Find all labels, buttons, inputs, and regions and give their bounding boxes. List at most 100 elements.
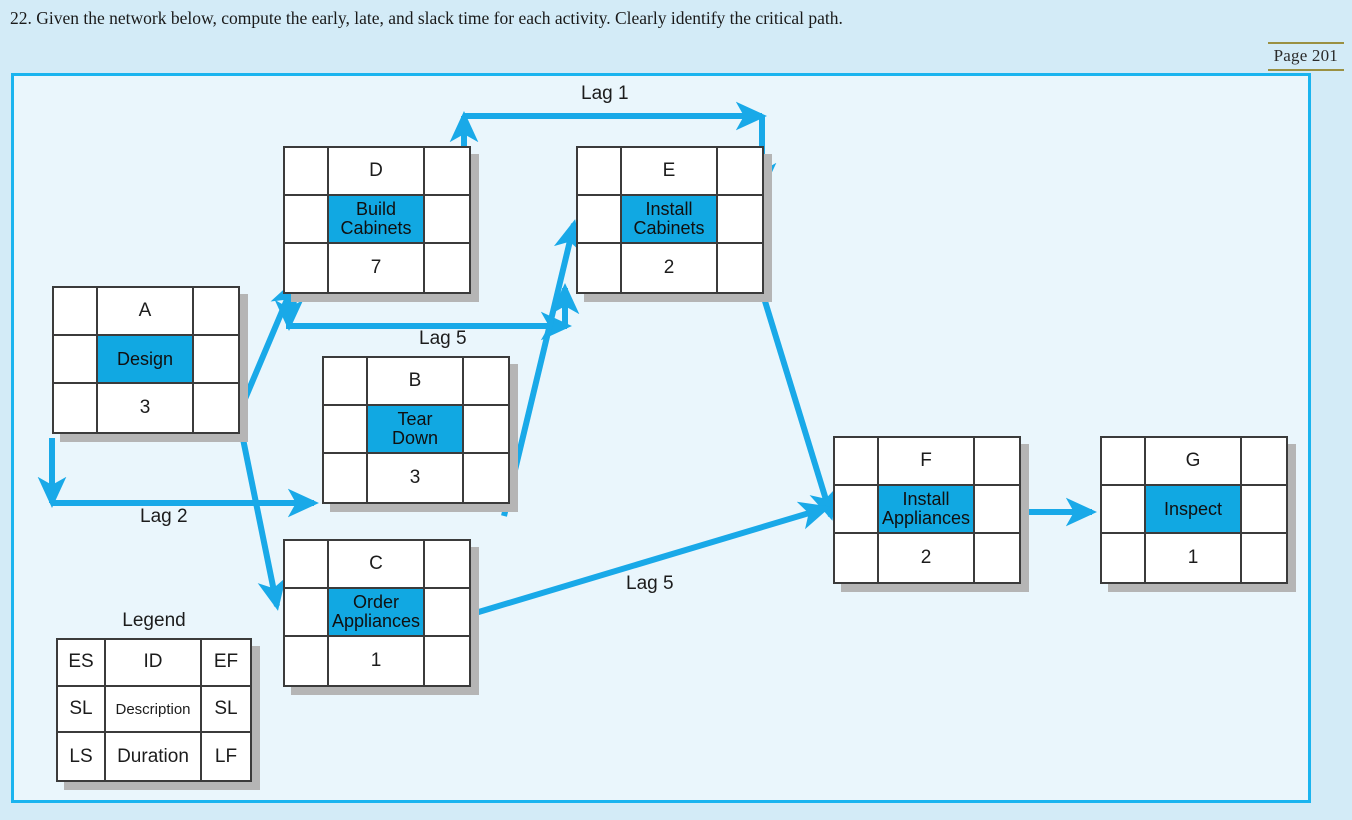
node-e-sl-left — [578, 196, 623, 244]
node-f-lf — [975, 534, 1019, 582]
node-f[interactable]: F Install Appliances 2 — [833, 436, 1029, 592]
legend-cell-lf: LF — [214, 745, 238, 767]
node-g-es — [1102, 438, 1147, 486]
node-e-desc-line2: Cabinets — [633, 217, 705, 238]
node-c-desc-line2: Appliances — [331, 610, 421, 631]
network-diagram-panel: A Design 3 D Build Cabinets 7 — [11, 73, 1311, 803]
page-badge: Page 201 — [1267, 42, 1344, 71]
node-a-sl-right — [193, 336, 238, 384]
node-f-id: F — [879, 438, 975, 486]
node-d-desc-line1: Build — [355, 199, 396, 220]
node-g-duration: 1 — [1146, 533, 1242, 582]
node-d-lf — [425, 244, 469, 292]
node-c-ef — [424, 541, 469, 589]
node-e-sl-right — [717, 196, 762, 244]
node-g-id: G — [1146, 438, 1242, 486]
node-d-es — [285, 148, 330, 196]
lag-label-lag-5-top: Lag 5 — [419, 328, 467, 349]
legend-box: ES ID EF SL Description SL LS Duration L… — [56, 638, 260, 790]
node-g-ef — [1241, 438, 1286, 486]
node-b-id: B — [368, 358, 464, 406]
node-b-ls — [324, 453, 369, 502]
node-d-duration: 7 — [329, 243, 425, 292]
legend-cell-id: ID — [106, 640, 202, 687]
node-g[interactable]: G Inspect 1 — [1100, 436, 1296, 592]
node-c-description: Order Appliances — [329, 589, 425, 637]
node-c-es — [285, 541, 330, 589]
node-e-duration: 2 — [622, 243, 718, 292]
node-g-description: Inspect — [1146, 486, 1242, 534]
connector-a-to-c — [239, 433, 286, 611]
node-d[interactable]: D Build Cabinets 7 — [283, 146, 479, 302]
node-e-ls — [578, 243, 623, 292]
node-c-sl-right — [424, 589, 469, 637]
node-f-es — [835, 438, 880, 486]
node-f-description: Install Appliances — [879, 486, 975, 534]
legend-cell-description: Description — [106, 686, 202, 734]
node-d-desc-line2: Cabinets — [340, 217, 412, 238]
node-a-sl-left — [54, 336, 99, 384]
node-e-description: Install Cabinets — [622, 196, 718, 244]
node-c-ls — [285, 636, 330, 685]
question-text: 22. Given the network below, compute the… — [10, 8, 843, 28]
node-c-desc-line1: Order — [352, 592, 399, 613]
node-f-desc-line1: Install — [902, 489, 950, 510]
legend-cell-es: ES — [58, 640, 106, 687]
legend-cell-ls: LS — [58, 733, 106, 780]
node-b-duration: 3 — [368, 453, 464, 502]
node-g-ls — [1102, 533, 1147, 582]
node-b-ef — [463, 358, 508, 406]
node-c[interactable]: C Order Appliances 1 — [283, 539, 479, 695]
lag-label-lag-2: Lag 2 — [140, 506, 188, 527]
node-a[interactable]: A Design 3 — [52, 286, 248, 442]
lag-label-lag-5-bottom: Lag 5 — [626, 573, 674, 594]
node-f-sl-right — [974, 486, 1019, 534]
node-e-desc-line1: Install — [645, 199, 693, 220]
node-a-description: Design — [98, 336, 194, 384]
node-e[interactable]: E Install Cabinets 2 — [576, 146, 772, 302]
node-c-duration: 1 — [329, 636, 425, 685]
node-d-description: Build Cabinets — [329, 196, 425, 244]
legend-title: Legend — [122, 610, 186, 631]
node-d-ls — [285, 243, 330, 292]
node-e-lf — [718, 244, 762, 292]
node-b[interactable]: B Tear Down 3 — [322, 356, 518, 512]
node-a-lf — [194, 384, 238, 432]
node-b-description: Tear Down — [368, 406, 464, 454]
node-f-ls — [835, 533, 880, 582]
node-c-sl-left — [285, 589, 330, 637]
node-g-sl-left — [1102, 486, 1147, 534]
node-d-id: D — [329, 148, 425, 196]
node-b-sl-left — [324, 406, 369, 454]
node-f-desc-line2: Appliances — [881, 507, 971, 528]
node-g-lf — [1242, 534, 1286, 582]
node-e-id: E — [622, 148, 718, 196]
legend-cell-sl-right: SL — [202, 687, 250, 734]
legend-cell-duration: Duration — [106, 733, 202, 780]
legend: Legend ES ID EF SL Description SL LS Dur… — [56, 610, 260, 790]
node-b-es — [324, 358, 369, 406]
node-d-ef — [424, 148, 469, 196]
node-e-es — [578, 148, 623, 196]
node-a-id: A — [98, 288, 194, 336]
node-a-ls — [54, 383, 99, 432]
node-f-duration: 2 — [879, 533, 975, 582]
connector-lag-5-bottom — [471, 501, 831, 617]
node-c-id: C — [329, 541, 425, 589]
legend-cell-sl-left: SL — [58, 686, 106, 734]
node-f-sl-left — [835, 486, 880, 534]
legend-cell-ef: EF — [202, 640, 250, 687]
node-b-desc-line2: Down — [391, 427, 438, 448]
node-a-ef — [193, 288, 238, 336]
node-d-sl-left — [285, 196, 330, 244]
node-b-lf — [464, 454, 508, 502]
node-a-es — [54, 288, 99, 336]
node-b-desc-line1: Tear — [397, 409, 433, 430]
network-connectors — [37, 101, 1097, 617]
lag-label-lag-1: Lag 1 — [581, 83, 629, 104]
node-g-sl-right — [1241, 486, 1286, 534]
node-c-lf — [425, 637, 469, 685]
node-f-ef — [974, 438, 1019, 486]
node-e-ef — [717, 148, 762, 196]
node-d-sl-right — [424, 196, 469, 244]
